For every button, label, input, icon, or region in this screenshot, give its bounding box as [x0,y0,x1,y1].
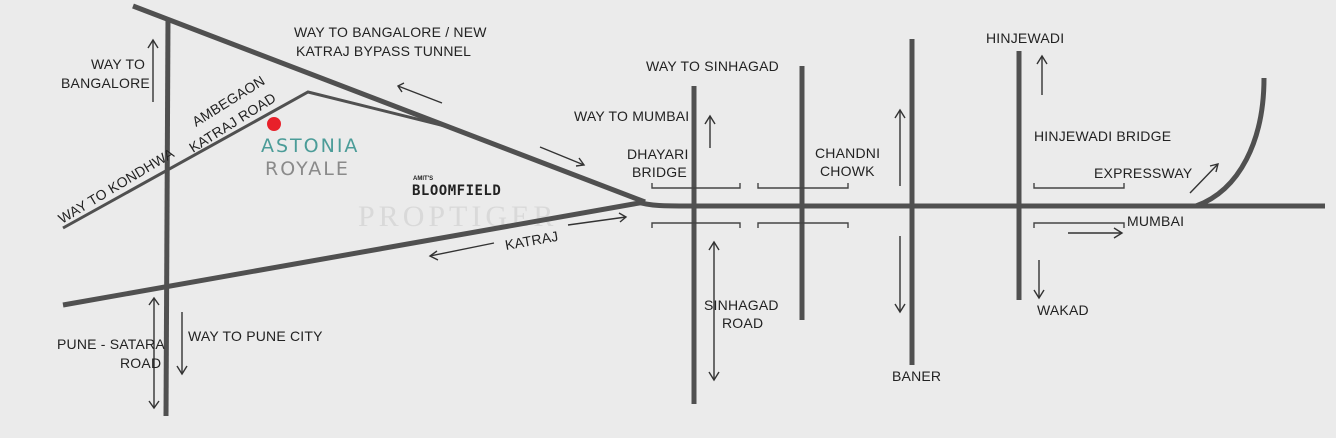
label-chowk: CHOWK [820,163,875,179]
label-sinhagad-road: ROAD [722,315,763,331]
label-dhayari: DHAYARI [627,146,689,162]
label-way-to-pune-city: WAY TO PUNE CITY [188,328,323,344]
label-chandni: CHANDNI [815,145,880,161]
roads [62,3,1325,417]
project-astonia-royale: ASTONIA ROYALE [261,117,359,180]
label-way-to-sinhagad: WAY TO SINHAGAD [646,58,779,74]
label-mumbai: MUMBAI [1127,213,1184,229]
label-road: ROAD [120,355,161,371]
arrow-down-wakad [1033,260,1045,300]
label-sinhagad: SINHAGAD [704,297,779,313]
arrow-up-hinjewadi [1036,54,1048,95]
arrow-up-baner [894,108,906,186]
label-hinjewadi: HINJEWADI [986,30,1064,46]
road-mumbai-bangalore-highway [637,199,1325,209]
arrow-to-highway [539,146,586,167]
chandni-bridge-mark-bottom [757,222,849,228]
label-katraj-bypass-tunnel: KATRAJ BYPASS TUNNEL [296,43,471,59]
road-pune-satara [163,17,171,417]
label-way-to-kondhwa: WAY TO KONDHWA [55,145,177,227]
arrow-up-mumbai [704,114,716,148]
arrow-pune-satara [148,296,160,410]
dhayari-bridge-mark-top [651,183,741,189]
arrow-down-baner [894,236,906,314]
dhayari-bridge-mark-bottom [651,222,741,228]
watermark: PROPTIGER [358,200,557,233]
label-expressway: EXPRESSWAY [1094,165,1193,181]
landmark-bloomfield: AMIT'S BLOOMFIELD [412,176,501,199]
arrow-pune-city [176,312,188,376]
arrow-expressway [1189,163,1219,194]
arrow-sinhagad-road [708,240,720,382]
arrow-katraj-left [428,242,495,261]
label-way-to-mumbai: WAY TO MUMBAI [574,108,689,124]
hinjewadi-bridge-mark-bottom [1033,222,1125,228]
project-name-royale: ROYALE [265,158,350,180]
label-way-to: WAY TO [91,56,145,72]
landmark-prefix: AMIT'S [413,176,433,182]
arrow-katraj-right [567,212,628,226]
label-pune-satara: PUNE - SATARA [57,336,165,352]
label-way-to-bangalore-new: WAY TO BANGALORE / NEW [294,24,487,40]
label-baner: BANER [892,368,941,384]
label-hinjewadi-bridge: HINJEWADI BRIDGE [1034,128,1171,144]
road-expressway [1195,77,1267,209]
road-katraj [62,199,646,308]
project-name-astonia: ASTONIA [261,135,359,157]
label-bangalore: BANGALORE [61,75,150,91]
label-wakad: WAKAD [1037,302,1089,318]
road-ambegaon-katraj [62,90,446,230]
arrow-mumbai [1068,227,1124,239]
hinjewadi-bridge-mark-top [1033,183,1125,189]
direction-arrows [147,38,1219,410]
road-bangalore-bypass [132,3,646,205]
chandni-bridge-mark-top [757,183,849,189]
project-location-marker [267,117,281,131]
arrow-up-bangalore [147,38,159,102]
bridge-markers [651,183,1125,228]
landmark-name: BLOOMFIELD [412,183,501,199]
label-bridge: BRIDGE [632,164,687,180]
arrow-bangalore-bypass [396,82,443,104]
